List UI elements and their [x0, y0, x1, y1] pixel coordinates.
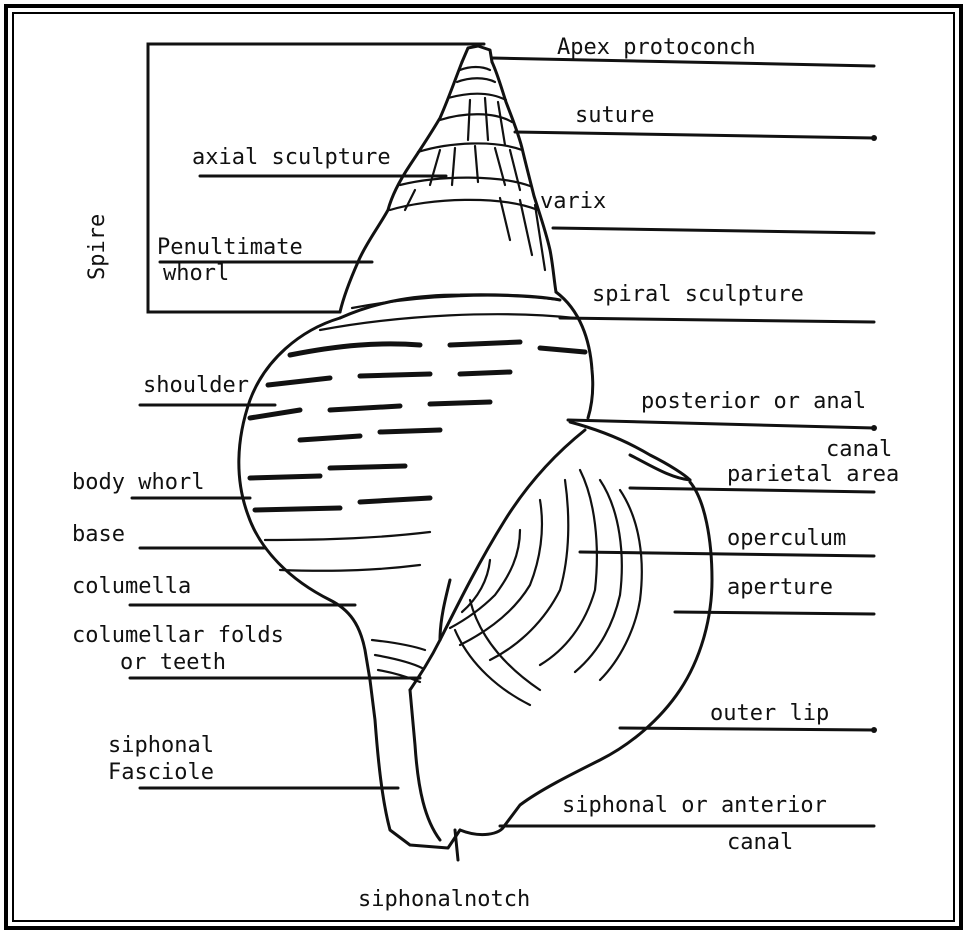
label-columellar-folds-2: or teeth: [120, 650, 226, 675]
label-apex-protoconch: Apex protoconch: [557, 35, 756, 60]
label-siphonal-canal-2: canal: [727, 830, 793, 855]
label-parietal-area: parietal area: [727, 462, 899, 487]
label-posterior-1: posterior or anal: [641, 389, 866, 414]
label-spiral-sculpture: spiral sculpture: [592, 282, 804, 307]
label-base: base: [72, 522, 125, 547]
label-spire: Spire: [85, 214, 110, 280]
label-body-whorl: body whorl: [72, 470, 204, 495]
label-siphonal-fasciole-2: Fasciole: [108, 760, 214, 785]
labels: Apex protoconch suture axial sculpture v…: [72, 35, 899, 912]
spire-sutures: [390, 67, 538, 210]
label-operculum: operculum: [727, 526, 846, 551]
label-siphonal-notch: siphonalnotch: [358, 887, 530, 912]
label-axial-sculpture: axial sculpture: [192, 145, 391, 170]
label-shoulder: shoulder: [143, 373, 249, 398]
label-penultimate-1: Penultimate: [157, 235, 303, 260]
columellar-folds: [372, 640, 425, 682]
label-siphonal-fasciole-1: siphonal: [108, 733, 214, 758]
label-posterior-2: canal: [826, 437, 892, 462]
label-aperture: aperture: [727, 575, 833, 600]
label-suture: suture: [575, 103, 654, 128]
label-penultimate-2: whorl: [163, 261, 229, 286]
aperture-arcs: [450, 470, 642, 705]
label-varix: varix: [540, 189, 606, 214]
label-columella: columella: [72, 574, 191, 599]
label-siphonal-canal-1: siphonal or anterior: [562, 793, 827, 818]
label-outer-lip: outer lip: [710, 701, 829, 726]
label-columellar-folds-1: columellar folds: [72, 623, 284, 648]
